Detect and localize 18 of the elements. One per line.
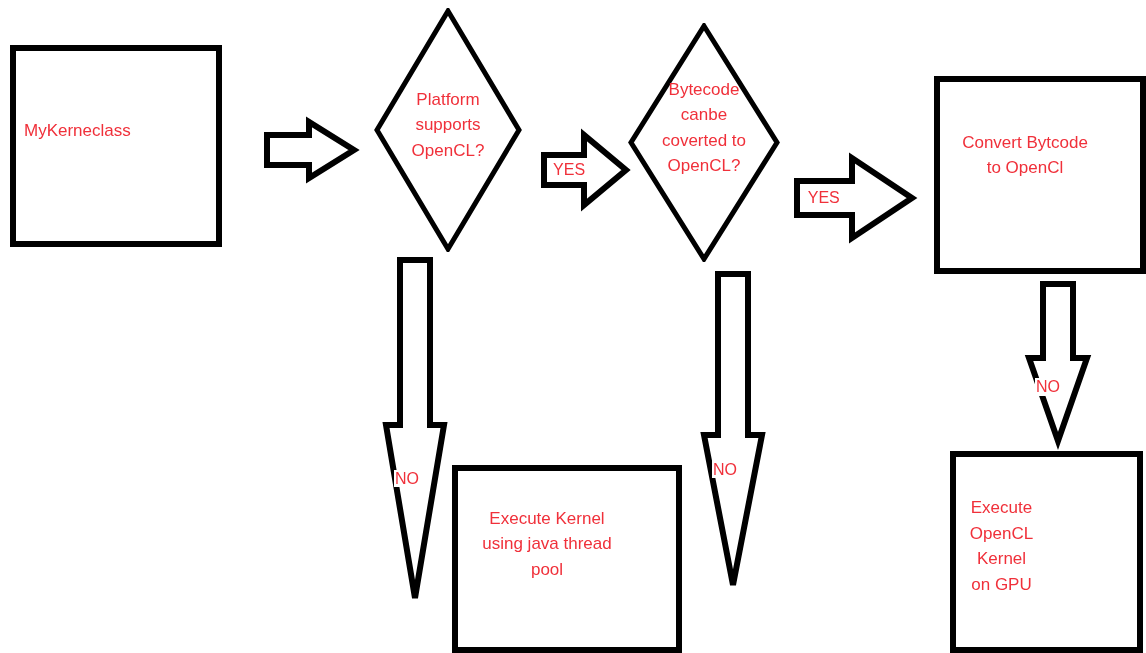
node-text: Execute OpenCL Kernel on GPU [968, 497, 1035, 596]
node-text: Platform supports OpenCL? [410, 88, 486, 162]
node-text: Bytecode canbe coverted to OpenCL? [660, 78, 748, 177]
block-arrow [1024, 281, 1092, 451]
process-box [950, 451, 1143, 653]
block-arrow [264, 116, 360, 184]
process-box [934, 76, 1146, 274]
edge-label: NO [1035, 378, 1061, 396]
process-box [10, 45, 222, 247]
node-text: MyKerneclass [24, 120, 132, 143]
process-box [452, 465, 682, 653]
block-arrow [794, 152, 918, 244]
node-text: Execute Kernel using java thread pool [481, 507, 613, 581]
block-arrow [382, 257, 448, 601]
block-arrow [700, 271, 766, 588]
decision-diamond [374, 8, 522, 252]
node-text: Convert Bytcode to OpenCl [961, 131, 1089, 179]
decision-diamond [628, 23, 780, 262]
